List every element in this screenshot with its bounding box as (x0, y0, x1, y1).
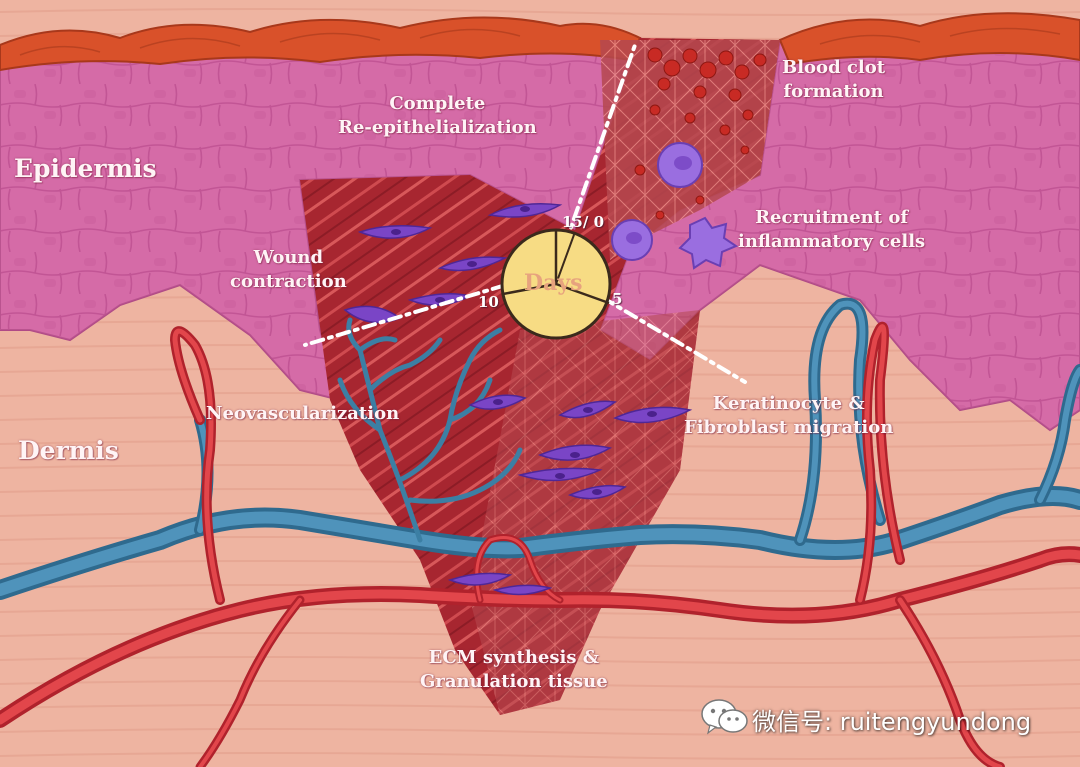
days-tick-left: 10 (478, 293, 499, 311)
epidermis-label: Epidermis (14, 154, 157, 183)
days-tick-right: 5 (612, 290, 623, 308)
migration-label: Keratinocyte & Fibroblast migration (684, 393, 894, 439)
days-clock-label: Days (524, 270, 583, 296)
inflammatory-cells (611, 142, 739, 270)
crust-layer (0, 16, 642, 72)
ecm-label: ECM synthesis & Granulation tissue (420, 647, 608, 693)
dermis-label: Dermis (18, 436, 119, 465)
re-epithelialization-label: Complete Re-epithelialization (338, 93, 537, 139)
blood-clot-cells (634, 47, 767, 220)
watermark-text: 微信号: ruitengyundong (752, 708, 1032, 736)
wechat-icon (701, 699, 748, 735)
inflammatory-label: Recruitment of inflammatory cells (738, 207, 926, 253)
wound-contraction-label: Wound contraction (230, 247, 347, 293)
days-clock (500, 228, 612, 340)
days-tick-top: 15/ 0 (562, 213, 605, 231)
neovascularization-label: Neovascularization (206, 403, 400, 424)
blood-clot-label: Blood clot formation (782, 57, 886, 103)
arteries (0, 321, 1080, 767)
